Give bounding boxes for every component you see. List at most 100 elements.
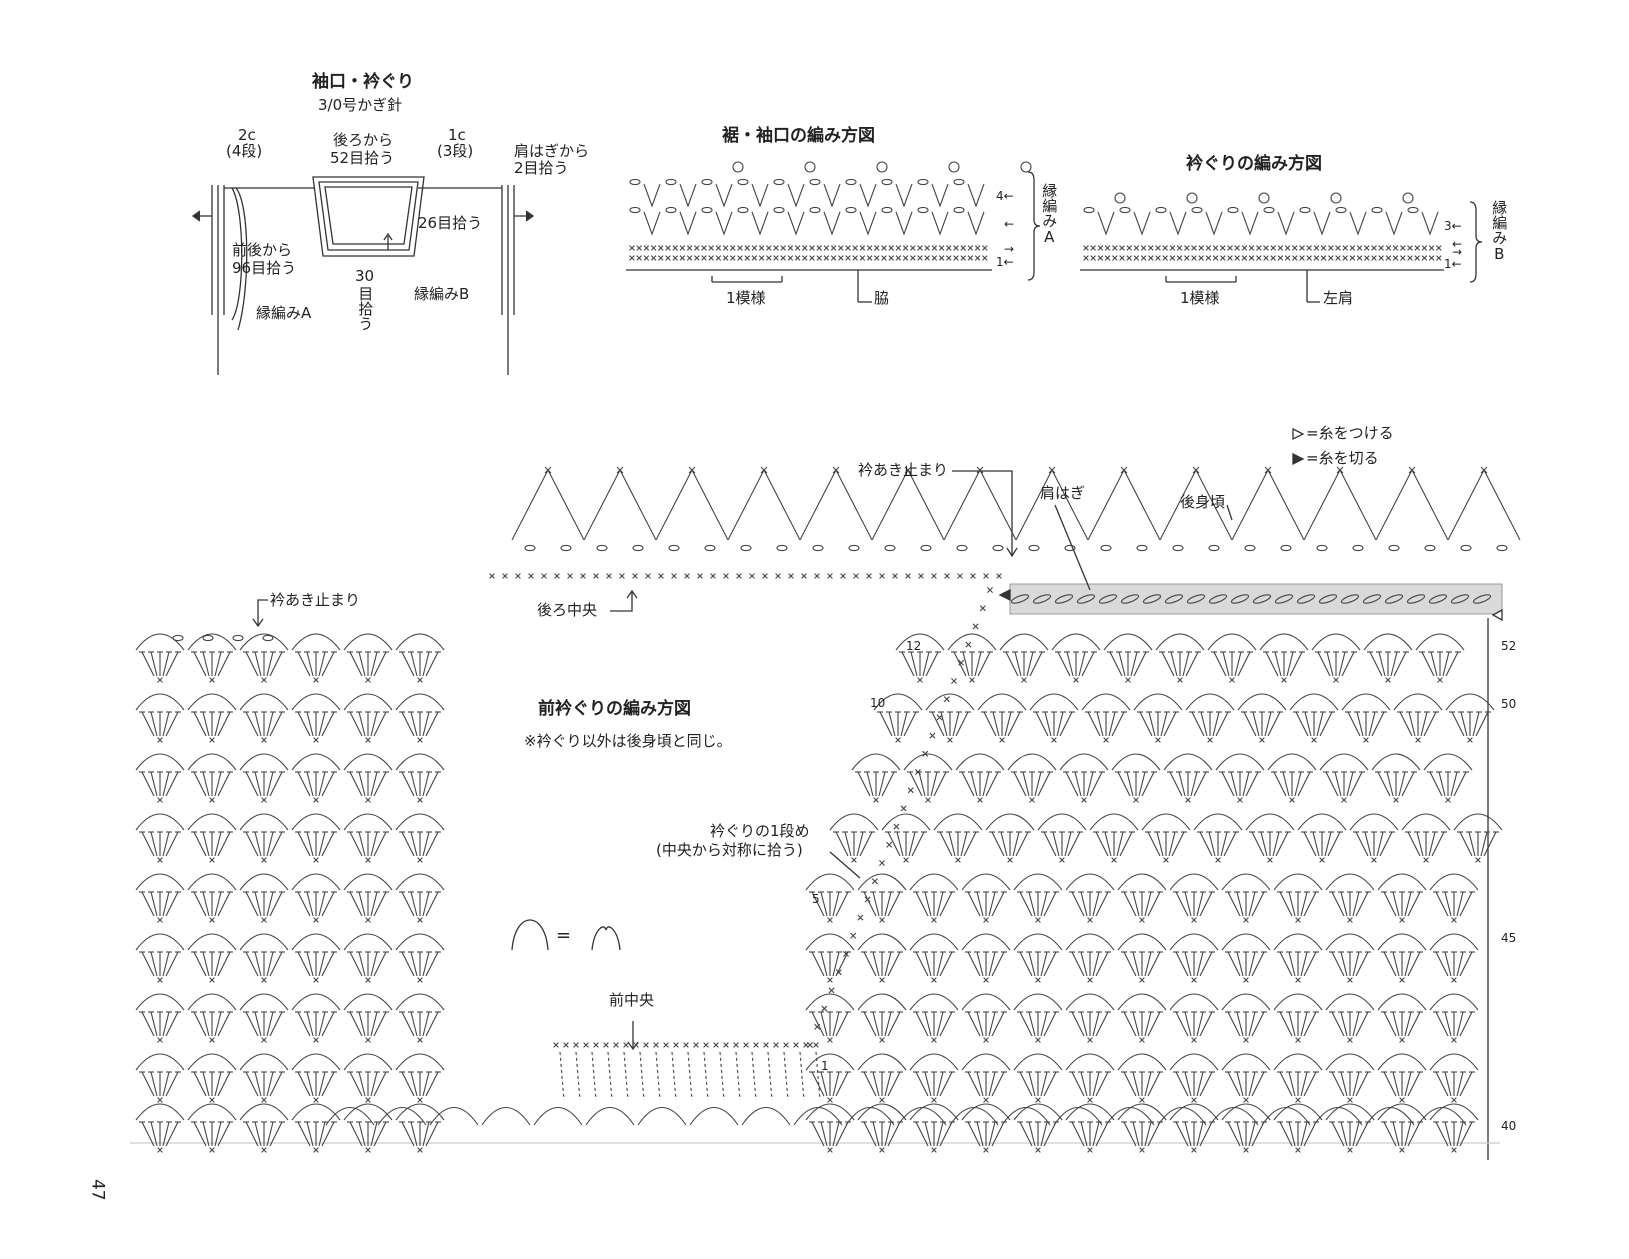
dc-stitch	[1019, 1121, 1033, 1147]
dc-stitch	[1444, 1121, 1452, 1147]
neck-row-2: ←	[1452, 237, 1463, 251]
neck-sc	[1428, 255, 1435, 261]
fan-arc	[1065, 1053, 1115, 1071]
hem-v-stitch	[643, 183, 661, 208]
dc-stitch	[1392, 1011, 1400, 1037]
hem-sc	[845, 255, 851, 261]
fan-base-sc	[1281, 677, 1287, 683]
neck-sc	[1133, 245, 1140, 251]
dc-stitch	[1331, 891, 1345, 917]
fan-base-sc	[873, 797, 879, 803]
fan-arc	[909, 993, 959, 1011]
dc-stitch	[266, 711, 274, 737]
dc-stitch	[820, 1011, 828, 1037]
dc-stitch	[162, 1071, 170, 1097]
front-center-dashed	[815, 1051, 821, 1101]
dc-stitch	[297, 891, 311, 917]
neck-picot	[1402, 192, 1414, 204]
dc-stitch	[1163, 711, 1177, 737]
dc-stitch	[1392, 1071, 1400, 1097]
neck-edge-sc	[807, 1042, 813, 1048]
fan-arc	[1377, 1053, 1427, 1071]
neck-edge-sc	[893, 823, 900, 830]
dc-stitch	[318, 1011, 326, 1037]
dc-stitch	[318, 651, 326, 677]
chain-stitch	[704, 544, 716, 552]
dc-stitch	[1199, 1121, 1213, 1147]
dc-stitch	[1404, 1121, 1412, 1147]
dc-stitch	[1236, 1071, 1244, 1097]
neck-sc	[1104, 245, 1111, 251]
hem-sc	[953, 255, 959, 261]
dc-stitch	[1123, 1011, 1137, 1037]
fan-base-sc	[827, 1097, 833, 1103]
dc-stitch	[1096, 711, 1104, 737]
dc-stitch	[202, 1011, 210, 1037]
dc-stitch	[878, 771, 886, 797]
dc-stitch	[245, 1071, 259, 1097]
back-peak-sc	[1408, 466, 1416, 474]
dc-stitch	[193, 1011, 207, 1037]
dc-stitch	[410, 1071, 418, 1097]
dc-stitch	[811, 951, 825, 977]
fan-arc	[961, 933, 1011, 951]
dc-stitch	[1148, 711, 1156, 737]
fan-base-sc	[365, 857, 371, 863]
back-row-sc	[814, 573, 820, 579]
hem-sc	[960, 245, 966, 251]
front-center-sc	[683, 1042, 689, 1048]
dc-stitch	[970, 771, 978, 797]
dc-stitch	[1171, 831, 1185, 857]
dc-stitch	[214, 1071, 222, 1097]
fan-base-sc	[313, 737, 319, 743]
fan-arc	[1089, 813, 1139, 831]
dc-stitch	[349, 1011, 363, 1037]
dc-stitch	[1191, 711, 1205, 737]
neck-sc	[1090, 255, 1096, 261]
dc-stitch	[254, 831, 262, 857]
bottom-arc	[533, 1107, 583, 1126]
back-peak-sc	[1264, 466, 1272, 474]
dc-stitch	[297, 951, 311, 977]
dc-stitch	[425, 711, 439, 737]
left-top-chain	[262, 634, 274, 642]
front-center-dashed	[799, 1051, 805, 1101]
fan-base-sc	[313, 1147, 319, 1153]
fan-arc	[187, 753, 237, 771]
dc-stitch	[1123, 1071, 1137, 1097]
chain-stitch	[701, 206, 713, 214]
label-edgeA: 縁編みA	[256, 304, 312, 322]
fan-arc	[187, 873, 237, 891]
dc-stitch	[1227, 1121, 1241, 1147]
hem-sc	[773, 255, 779, 261]
fan-base-sc	[1139, 977, 1145, 983]
label-30: 30	[355, 267, 375, 285]
fan-arc	[1319, 753, 1369, 771]
front-center-sc	[673, 1042, 679, 1048]
dc-stitch	[1279, 1121, 1293, 1147]
dc-stitch	[887, 831, 901, 857]
back-peak-sc	[1480, 466, 1488, 474]
dc-stitch	[1251, 1121, 1265, 1147]
dc-stitch	[1352, 951, 1360, 977]
dc-stitch	[425, 651, 439, 677]
hem-sc	[938, 255, 945, 261]
fan-arc	[925, 693, 975, 711]
dc-stitch	[401, 1071, 415, 1097]
fan-arc	[395, 693, 445, 711]
chain-stitch	[1352, 544, 1364, 552]
dc-stitch	[217, 1121, 231, 1147]
hem-sc	[787, 245, 794, 251]
dc-stitch	[193, 891, 207, 917]
back-row-sc	[645, 573, 651, 579]
dc-stitch	[1435, 891, 1449, 917]
dc-stitch	[872, 1071, 880, 1097]
dc-stitch	[1355, 951, 1369, 977]
dc-stitch	[193, 711, 207, 737]
dc-stitch	[1147, 951, 1161, 977]
dc-stitch	[866, 771, 874, 797]
fan-base-sc	[1333, 677, 1339, 683]
dc-stitch	[1279, 1071, 1293, 1097]
dc-stitch	[1300, 1071, 1308, 1097]
dc-stitch	[1193, 771, 1207, 797]
